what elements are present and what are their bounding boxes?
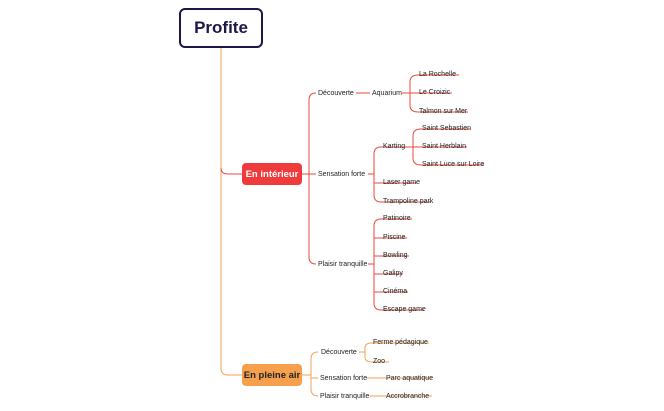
connector-sensation-items — [373, 146, 382, 203]
node-bowling[interactable]: Bowling — [383, 252, 408, 259]
connector-exterior-groups — [310, 351, 319, 397]
underline-karting-children — [421, 128, 484, 166]
trunk-line-exterior — [220, 48, 242, 376]
node-saint-sebastien[interactable]: Saint Sebastien — [422, 125, 472, 132]
node-accrobranche[interactable]: Accrobranche — [386, 393, 430, 400]
node-exterior-plaisir-tranquille[interactable]: Plaisir tranquille — [320, 393, 370, 400]
underline-sensation-items — [381, 146, 431, 203]
node-escape-game[interactable]: Escape game — [383, 306, 426, 313]
underline-aquarium-children — [418, 74, 468, 113]
node-laser-game[interactable]: Laser game — [383, 179, 420, 186]
node-cinema[interactable]: Cinéma — [383, 288, 408, 295]
connector-plaisir-leaves — [374, 237, 381, 293]
underline-plaisir-items — [381, 218, 424, 311]
node-zoo[interactable]: Zoo — [373, 358, 386, 365]
node-plaisir-tranquille[interactable]: Plaisir tranquille — [318, 261, 368, 268]
node-aquarium[interactable]: Aquarium — [372, 90, 402, 97]
node-talmon-sur-mer[interactable]: Talmon sur Mer — [419, 108, 468, 115]
node-patinoire[interactable]: Patinoire — [383, 215, 411, 222]
connector-exterior-decouverte-items — [364, 342, 373, 363]
trunk-line-interior — [220, 167, 242, 175]
node-sensation-forte[interactable]: Sensation forte — [318, 171, 366, 178]
branch-en-pleine-air[interactable]: En pleine air — [242, 364, 302, 386]
connector-plaisir-items — [373, 218, 382, 311]
node-exterior-sensation-forte[interactable]: Sensation forte — [320, 375, 368, 382]
branch-en-interieur[interactable]: En intérieur — [242, 163, 302, 185]
node-piscine[interactable]: Piscine — [383, 234, 406, 241]
node-parc-aquatique[interactable]: Parc aquatique — [386, 375, 434, 382]
connector-interior-groups — [308, 92, 317, 265]
node-trampoline-park[interactable]: Trampoline park — [383, 198, 434, 205]
node-la-rochelle[interactable]: La Rochelle — [419, 71, 456, 78]
node-exterior-decouverte[interactable]: Découverte — [321, 349, 357, 356]
underline-exterior-decouverte — [372, 342, 429, 363]
node-ferme-pedagique[interactable]: Ferme pédagique — [373, 339, 428, 346]
root-node[interactable]: Profite — [179, 8, 263, 48]
node-le-croizic[interactable]: Le Croizic — [419, 89, 451, 96]
node-saint-luce-sur-loire[interactable]: Saint Luce sur Loire — [422, 161, 485, 168]
node-galipy[interactable]: Galipy — [383, 270, 403, 277]
node-karting[interactable]: Karting — [383, 143, 406, 150]
node-decouverte[interactable]: Découverte — [318, 90, 354, 97]
node-saint-herblain[interactable]: Saint Herblain — [422, 143, 466, 150]
